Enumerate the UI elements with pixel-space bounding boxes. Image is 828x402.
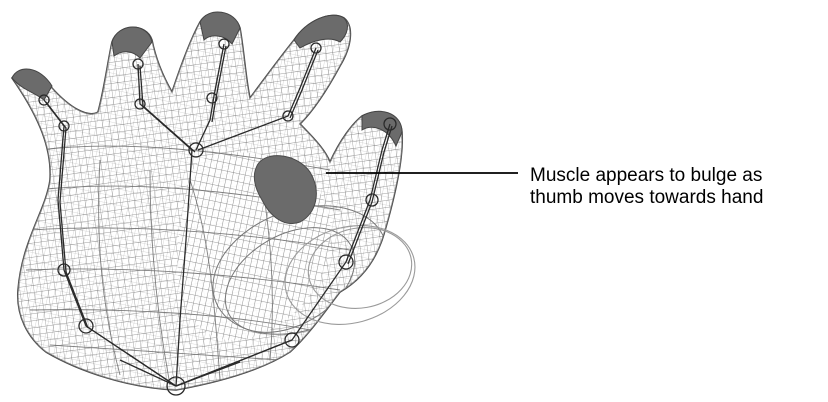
annotation-line-1: Muscle appears to bulge as (530, 165, 826, 187)
annotation-line-2: thumb moves towards hand (530, 187, 826, 209)
annotation-label: Muscle appears to bulge as thumb moves t… (530, 165, 826, 209)
hand-mesh (0, 0, 426, 402)
